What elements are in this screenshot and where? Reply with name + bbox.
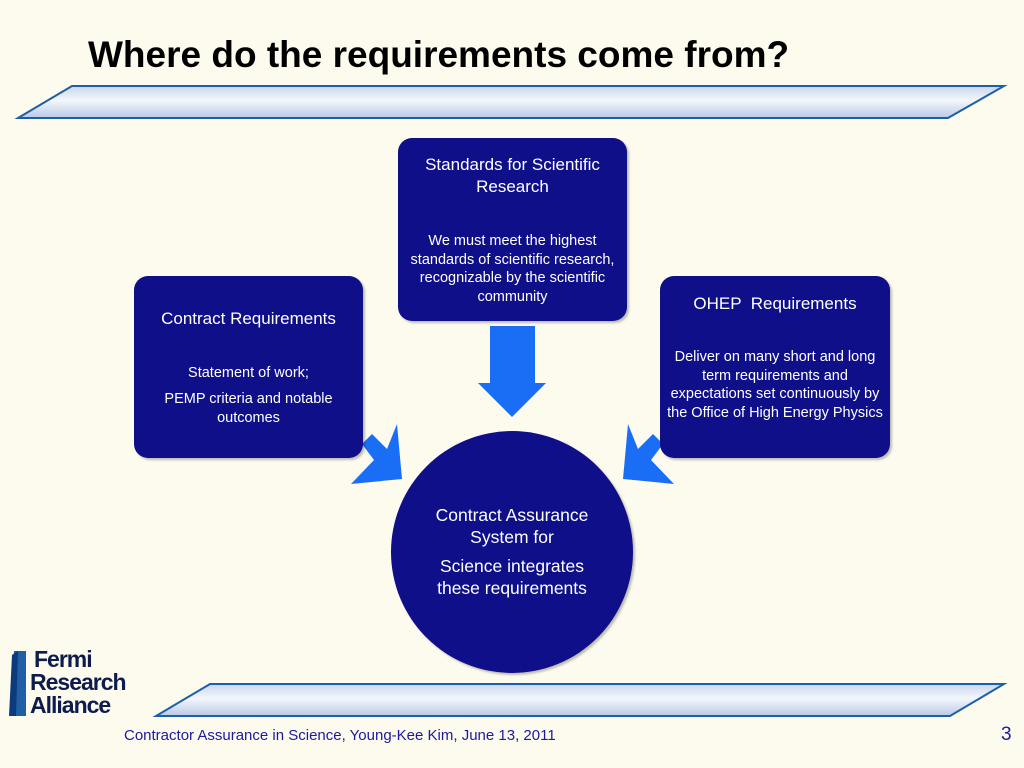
contract-assurance-circle: Contract Assurance System for Science in… — [391, 431, 633, 673]
center-line-1: Contract Assurance System for — [435, 505, 589, 547]
logo-line-1: Fermi — [34, 646, 93, 672]
ohep-body: Deliver on many short and long term requ… — [667, 349, 883, 421]
ohep-requirements-box: OHEP Requirements Deliver on many short … — [660, 276, 890, 458]
fermi-research-alliance-logo: Fermi Research Alliance — [30, 646, 127, 718]
arrow-down — [478, 326, 546, 417]
bottom-band — [152, 683, 1008, 717]
contract-body-1: Statement of work; — [188, 365, 309, 381]
top-band — [14, 85, 1008, 119]
standards-heading: Standards for Scientific Research — [425, 155, 600, 196]
arrow-left-to-center — [351, 424, 402, 484]
arrow-right-to-center — [623, 424, 674, 484]
logo-line-3: Alliance — [30, 692, 111, 718]
standards-box: Standards for Scientific Research We mus… — [398, 138, 627, 321]
contract-requirements-box: Contract Requirements Statement of work;… — [134, 276, 363, 458]
ohep-heading: OHEP Requirements — [693, 294, 857, 313]
contract-body-2: PEMP criteria and notable outcomes — [164, 391, 333, 426]
logo-line-2: Research — [30, 669, 127, 695]
footer-text: Contractor Assurance in Science, Young-K… — [124, 727, 556, 744]
slide-title: Where do the requirements come from? — [88, 34, 790, 75]
page-number: 3 — [1001, 724, 1012, 745]
center-line-2: Science integrates these requirements — [437, 556, 587, 598]
contract-heading: Contract Requirements — [161, 309, 336, 328]
standards-body: We must meet the highest standards of sc… — [410, 233, 615, 305]
